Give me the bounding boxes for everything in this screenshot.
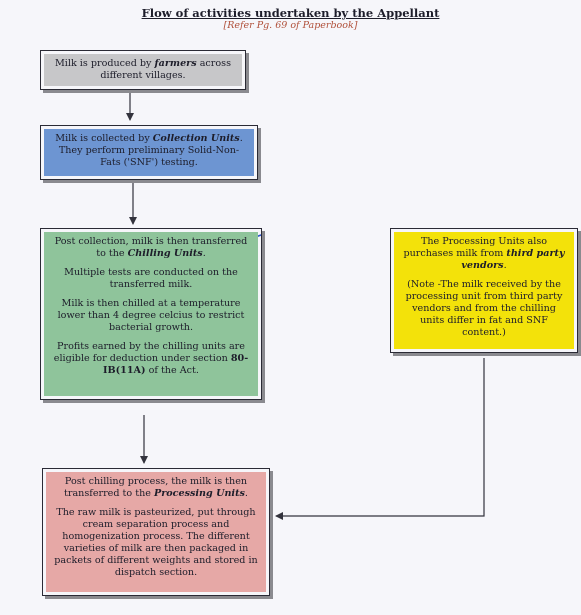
box-farmers: Milk is produced by farmers across diffe…	[40, 50, 246, 90]
collection-text-pre: Milk is collected by	[55, 133, 153, 144]
chilling-para-2: Multiple tests are conducted on the tran…	[64, 267, 238, 290]
arrow-vendors-to-processing	[275, 358, 485, 520]
processing-p1-pre: Post chilling process, the milk is then …	[64, 476, 248, 499]
farmers-text-em: farmers	[154, 58, 197, 69]
box-chilling-units: Post collection, milk is then transferre…	[40, 228, 262, 400]
vendors-para-1: The Processing Units also purchases milk…	[400, 236, 568, 272]
chilling-p1-post: .	[202, 248, 206, 259]
farmers-text-pre: Milk is produced by	[54, 58, 155, 69]
farmers-text-post: across different villages.	[100, 58, 231, 81]
diagram-title: Flow of activities undertaken by the App…	[141, 6, 440, 20]
chilling-para-1: Post collection, milk is then transferre…	[50, 236, 252, 260]
chilling-p4-section: 80-IB(11A)	[103, 353, 249, 376]
collection-text-post: . They perform preliminary Solid-Non-Fat…	[58, 133, 243, 168]
vendors-p1-pre: The Processing Units also purchases milk…	[403, 236, 548, 259]
processing-p1-em: Processing Units	[154, 488, 245, 499]
vendors-p1-post: .	[503, 260, 507, 271]
chilling-para-4: Profits earned by the chilling units are…	[50, 341, 252, 377]
vendors-para-2: (Note -The milk received by the processi…	[405, 279, 563, 338]
processing-para-2: The raw milk is pasteurized, put through…	[54, 507, 258, 578]
chilling-p1-em: Chilling Units	[127, 248, 203, 259]
processing-p1-post: .	[244, 488, 248, 499]
diagram-subtitle: [Refer Pg. 69 of Paperbook]	[223, 20, 358, 31]
box-third-party-vendors: The Processing Units also purchases milk…	[390, 228, 578, 353]
chilling-p4-pre: Profits earned by the chilling units are…	[53, 341, 245, 364]
box-processing-units: Post chilling process, the milk is then …	[42, 468, 270, 596]
chilling-p4-post: of the Act.	[145, 365, 199, 376]
processing-para-1: Post chilling process, the milk is then …	[52, 476, 260, 500]
chilling-para-3: Milk is then chilled at a temperature lo…	[57, 298, 245, 333]
vendors-p1-em: third party vendors	[461, 248, 565, 271]
box-collection-units: Milk is collected by Collection Units. T…	[40, 125, 258, 180]
collection-text-em: Collection Units	[152, 133, 240, 144]
chilling-p1-pre: Post collection, milk is then transferre…	[54, 236, 248, 259]
